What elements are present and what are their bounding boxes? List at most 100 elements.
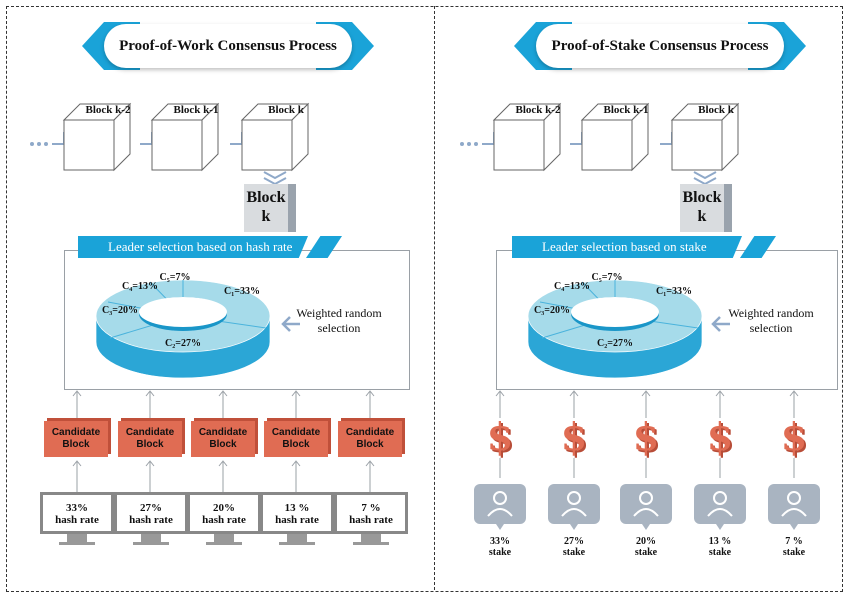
monitor-base [353,542,389,545]
pos-up-arrows [495,390,799,478]
pie-slice-label: C₅=7% [591,272,623,283]
stake-pct: 27% [564,536,584,547]
miner-pct: 27% [140,502,162,514]
pie-slice-label: C₁=33% [224,286,260,297]
chain-dots [30,142,48,146]
pie-slice-label: C₃=20% [534,305,570,316]
miner-pct: 20% [213,502,235,514]
pos-cube-label: Block k-2 [515,104,561,116]
pow-cube-label: Block k [268,104,304,116]
user-icon [474,484,526,530]
block-cube [150,102,220,172]
miner-pct: 13 % [284,502,310,514]
pow-up-arrows [72,390,375,418]
weighted-random-label: Weighted random selection [296,306,382,335]
monitor-base [133,542,169,545]
pie-slice-label: C₄=13% [554,281,590,292]
new-block-label: Block [682,189,722,206]
miner-pct: 7 % [361,502,381,514]
pos-title: Proof-of-Stake Consensus Process [536,24,784,68]
stake-unit: stake [488,547,512,558]
staker-label: 27% stake [548,536,600,558]
pie-slice-label: C₂=27% [165,338,201,349]
stake-unit: stake [708,547,732,558]
block-cube [62,102,132,172]
pie-slice-label: C₂=27% [597,338,633,349]
pos-cube-label: Block k-1 [603,104,649,116]
monitor-stand [361,534,381,542]
stake-unit: stake [562,547,586,558]
monitor-screen: 7 % hash rate [334,492,408,534]
pie-slice-label: C₅=7% [159,272,191,283]
new-block-k: k [261,208,271,225]
pos-title-band: Proof-of-Stake Consensus Process [514,18,806,74]
pow-title: Proof-of-Work Consensus Process [104,24,352,68]
miner-unit: hash rate [55,514,99,526]
block-cube [240,102,310,172]
dollar-icon: $ [632,414,660,459]
chain-dots [460,142,478,146]
new-block-k: k [697,208,707,225]
pie-slice-label: C₄=13% [122,281,158,292]
pow-up-arrows-lower [72,460,375,492]
stake-pct: 20% [636,536,656,547]
candidate-block: Candidate Block [118,421,182,457]
stake-pct: 13 % [708,536,732,547]
dollar-icon: $ [706,414,734,459]
miner-unit: hash rate [275,514,319,526]
user-icon [620,484,672,530]
weighted-random-label: Weighted random selection [728,306,814,335]
arrow-left-icon [711,316,730,332]
panel-separator [434,6,435,590]
candidate-block: Candidate Block [191,421,255,457]
staker-label: 20% stake [620,536,672,558]
pos-new-block: Block k [680,184,732,232]
pow-new-block: Block k [244,184,296,232]
pos-chain [460,102,740,172]
staker-label: 33% stake [474,536,526,558]
pow-donut [95,279,271,378]
miner-pct: 33% [66,502,88,514]
monitor-screen: 20% hash rate [187,492,261,534]
monitor-base [279,542,315,545]
monitor-base [206,542,242,545]
user-icon [768,484,820,530]
stake-pct: 33% [490,536,510,547]
dollar-icon: $ [780,414,808,459]
user-icon [548,484,600,530]
candidate-block: Candidate Block [44,421,108,457]
candidate-block: Candidate Block [338,421,402,457]
pow-chain [30,102,310,172]
pow-title-band: Proof-of-Work Consensus Process [82,18,374,74]
candidate-block: Candidate Block [264,421,328,457]
pie-slice-label: C₃=20% [102,305,138,316]
pos-donut [527,279,703,378]
miner-unit: hash rate [129,514,173,526]
dollar-icon: $ [486,414,514,459]
block-cube [670,102,740,172]
stake-unit: stake [782,547,806,558]
pow-banner: Leader selection based on hash rate [78,236,308,258]
pos-cube-label: Block k [698,104,734,116]
stake-unit: stake [634,547,658,558]
block-cube [580,102,650,172]
pow-cube-label: Block k-2 [85,104,131,116]
pie-slice-label: C₁=33% [656,286,692,297]
monitor-screen: 27% hash rate [114,492,188,534]
miner-unit: hash rate [202,514,246,526]
block-cube [492,102,562,172]
arrow-left-icon [281,316,300,332]
pos-banner: Leader selection based on stake [512,236,742,258]
monitor-screen: 33% hash rate [40,492,114,534]
miner-unit: hash rate [349,514,393,526]
user-icon [694,484,746,530]
monitor-base [59,542,95,545]
monitor-screen: 13 % hash rate [260,492,334,534]
outer-frame [6,6,843,592]
staker-label: 13 % stake [694,536,746,558]
monitor-stand [214,534,234,542]
stake-pct: 7 % [785,536,803,547]
monitor-stand [287,534,307,542]
new-block-label: Block [246,189,286,206]
pow-cube-label: Block k-1 [173,104,219,116]
